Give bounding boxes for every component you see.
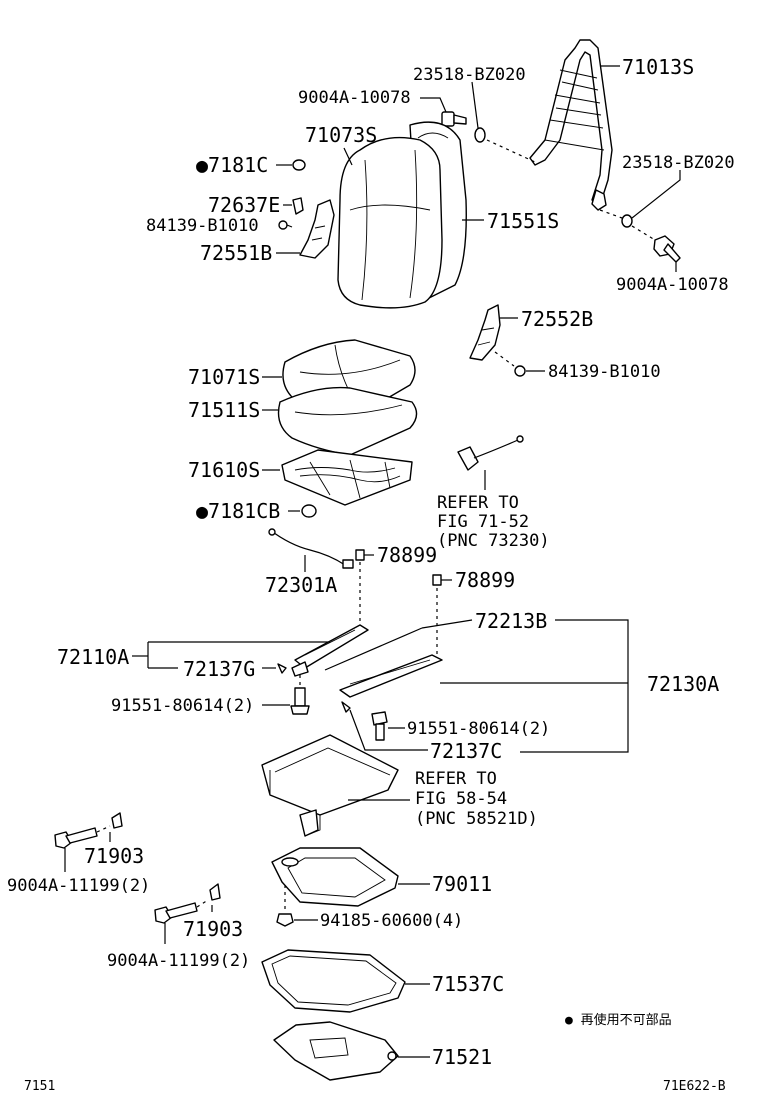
label-9004A-10078-top: 9004A-10078 [298,88,411,108]
label-71537C: 71537C [432,972,504,996]
seatback-cushion [337,121,467,309]
label-72301A: 72301A [265,573,337,597]
label-7181C: ●7181C [196,153,268,177]
label-79011: 79011 [432,872,492,896]
leader-72213B [421,619,473,629]
label-71610S: 71610S [188,458,260,482]
screw-84139-left [278,220,293,230]
ref1-line3: (PNC 73230) [437,531,550,551]
dash-right-washer [599,209,623,219]
bolt-9004A-11199-b [154,899,209,924]
tray-79011 [271,847,399,907]
cable-72301A [268,528,354,569]
nut-94185 [276,885,294,927]
ref2-line2: FIG 58-54 [415,789,507,809]
label-71013S: 71013S [622,55,694,79]
seal-71537C [261,949,406,1013]
bolt-9004A-top [441,111,467,127]
spring-72137G [277,663,287,674]
label-72137C: 72137C [430,739,502,763]
label-78899-b: 78899 [455,568,515,592]
seatback-frame [529,39,613,211]
label-71903-b: 71903 [183,917,243,941]
label-72213B: 72213B [475,609,547,633]
seat-track-72110A [291,624,369,677]
clip-7181C [292,159,306,171]
label-72637E: 72637E [208,193,280,217]
label-71521: 71521 [432,1045,492,1069]
leader-23518-right [631,170,681,219]
label-78899-a: 78899 [377,543,437,567]
label-71073S: 71073S [305,123,377,147]
label-9004A-11199-b: 9004A-11199(2) [107,951,250,971]
dash-right-bolt [631,225,656,241]
cover-72551B [299,199,335,259]
label-91551-80614-left: 91551-80614(2) [111,696,254,716]
label-72130A: 72130A [647,672,719,696]
rod-72213B [324,627,423,671]
footer-right-code: 71E622-B [663,1079,726,1094]
label-9004A-11199-a: 9004A-11199(2) [7,876,150,896]
washer-23518-right [621,214,633,228]
screw-78899-a [355,549,365,561]
label-84139-B1010-right: 84139-B1010 [548,362,661,382]
legend-non-reusable: ● 再使用不可部品 [565,1012,672,1028]
cap-72637E [292,197,304,215]
belt-buckle-73230 [457,435,524,471]
ref1-line2: FIG 71-52 [437,512,529,532]
washer-23518-top [474,127,486,143]
label-71071S: 71071S [188,365,260,389]
clip-71903-a [111,812,123,829]
seat-track-72130A [339,654,443,698]
bracket-72110A [147,641,330,669]
leader-9004A-top [420,97,447,113]
label-71511S: 71511S [188,398,260,422]
seat-pad-71511S [277,386,418,456]
footer-left-code: 7151 [24,1079,55,1094]
clip-71903-b [209,883,221,901]
label-7181CB: ●7181CB [196,499,280,523]
label-94185-60600: 94185-60600(4) [320,911,463,931]
label-84139-B1010-left: 84139-B1010 [146,216,259,236]
bolt-91551-left [290,675,310,715]
label-72110A: 72110A [57,645,129,669]
label-23518-BZ020-right: 23518-BZ020 [622,153,735,173]
screw-84139-right [494,351,526,377]
spring-72137C [341,701,351,713]
ref1-line1: REFER TO [437,493,519,513]
label-9004A-10078-right: 9004A-10078 [616,275,729,295]
leader-23518-top [471,81,479,129]
label-71903-a: 71903 [84,844,144,868]
leader-71073S [343,147,353,166]
dash-top-bolt [486,139,536,163]
bolt-9004A-right [653,235,681,263]
ref2-line3: (PNC 58521D) [415,809,538,829]
clip-7181CB [301,504,317,518]
bolt-91551-right [371,711,388,741]
label-23518-BZ020-top: 23518-BZ020 [413,65,526,85]
bracket-72130A [520,619,629,753]
cover-71521 [273,1021,399,1081]
seat-base-58521D [261,734,399,837]
leader-72137C [349,709,428,751]
label-72551B: 72551B [200,241,272,265]
label-72137G: 72137G [183,657,255,681]
label-72552B: 72552B [521,307,593,331]
ref2-line1: REFER TO [415,769,497,789]
bolt-9004A-11199-a [54,825,111,849]
seat-frame-71610S [281,449,413,506]
cover-72552B [469,304,501,361]
screw-78899-b [432,574,442,586]
label-71551S: 71551S [487,209,559,233]
label-91551-80614-right: 91551-80614(2) [407,719,550,739]
